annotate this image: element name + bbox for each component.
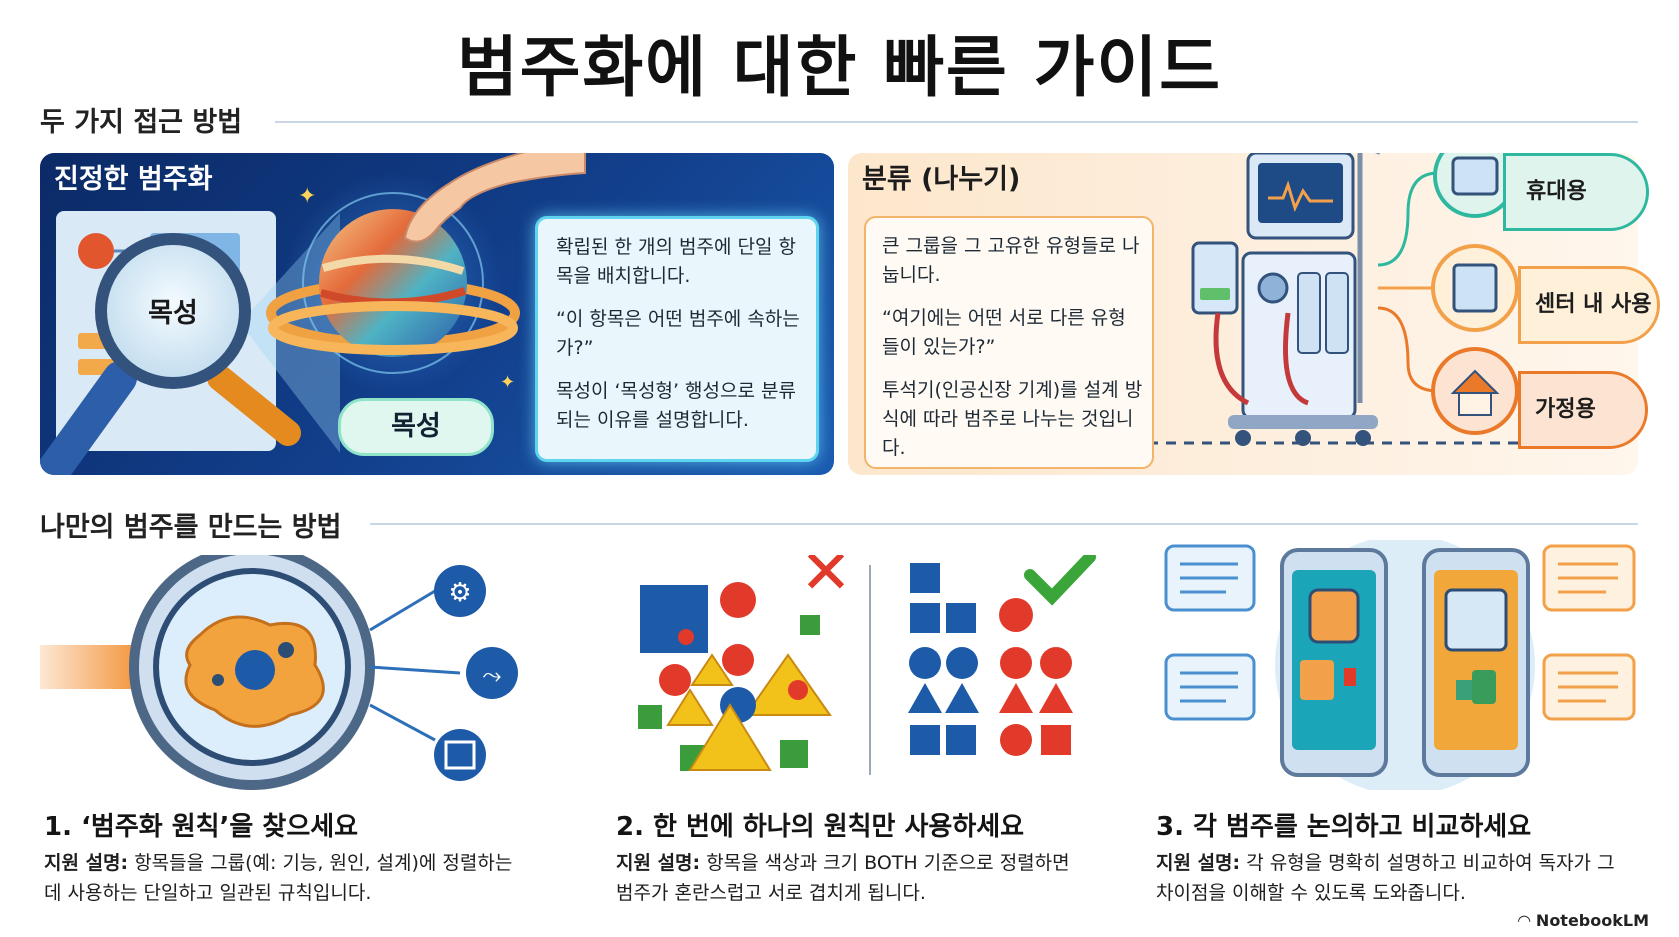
card-text-question: “여기에는 어떤 서로 다른 유형들이 있는가?” [882,307,1126,358]
bubble-home: 가정용 [1518,371,1648,449]
support-label: 지원 설명: [616,852,701,874]
section-heading-how-to: 나만의 범주를 만드는 방법 [40,512,342,543]
section-heading-approaches: 두 가지 접근 방법 [40,107,243,138]
network-icon [466,647,518,699]
logo-text: NotebookLM [1535,911,1649,930]
step2-desc-text: 항목을 색상과 크기 BOTH 기준으로 정렬하면 범주가 혼란스럽고 서로 겹… [616,852,1070,904]
center-machine-icon [1452,263,1498,313]
page-title: 범주화에 대한 빠른 가이드 [457,29,1222,106]
logo-icon: ◠ [1518,911,1531,930]
section-divider [275,121,1638,123]
support-label: 지원 설명: [44,852,129,874]
card-text-definition: 큰 그룹을 그 고유한 유형들로 나눕니다. [882,235,1140,286]
step3-description: 지원 설명: 각 유형을 명확히 설명하고 비교하여 독자가 그 차이점을 이해… [1156,848,1626,908]
jupiter-planet-icon [319,209,467,357]
support-label: 지원 설명: [1156,852,1241,874]
notebooklm-logo: ◠ NotebookLM [1518,911,1649,930]
sorted-shapes-group [910,563,940,593]
classification-card: 큰 그룹을 그 고유한 유형들로 나눕니다. “여기에는 어떤 서로 다른 유형… [864,216,1154,469]
panel-title-classification: 분류 (나누기) [862,164,1021,195]
sparkle-icon: ✦ [298,184,316,209]
check-icon [1024,555,1096,606]
portable-device-icon [1451,156,1499,196]
step3-title: 3. 각 범주를 논의하고 비교하세요 [1156,812,1532,842]
wrong-x-icon: ✕ [800,555,852,608]
card-text-question: “이 항목은 어떤 범주에 속하는가?” [556,308,800,359]
step1-illustration: ⚙ ⤳ [40,555,518,790]
svg-text:⚙: ⚙ [448,578,471,608]
svg-text:⤳: ⤳ [482,661,501,689]
step1-desc-text: 항목들을 그룹(예: 기능, 원인, 설계)에 정렬하는 데 사용하는 단일하고… [44,852,513,904]
bubble-in-center: 센터 내 사용 [1518,266,1660,344]
magnifier-handle [207,365,301,446]
red-dot [78,233,114,269]
step3-desc-text: 각 유형을 명확히 설명하고 비교하여 독자가 그 차이점을 이해할 수 있도록… [1156,852,1615,904]
step1-title: 1. ‘범주화 원칙’을 찾으세요 [44,812,359,842]
step1-description: 지원 설명: 항목들을 그룹(예: 기능, 원인, 설계)에 정렬하는 데 사용… [44,848,524,908]
jupiter-pill-label: 목성 [338,398,494,456]
card-text-definition: 확립된 한 개의 범주에 단일 항목을 배치합니다. [556,236,796,287]
vest-icon [1308,588,1360,644]
section-divider [370,523,1638,525]
jupiter-illustration: ✦ ✦ [40,153,586,475]
bubble-portable: 휴대용 [1503,153,1649,231]
gear-icon [434,565,486,617]
true-categorization-card: 확립된 한 개의 범주에 단일 항목을 배치합니다. “이 항목은 어떤 범주에… [535,216,819,462]
step3-illustration [1164,540,1636,790]
card-text-example: 투석기(인공신장 기계)를 설계 방식에 따라 범주로 나누는 것입니다. [882,379,1143,459]
step2-illustration: ✕ [638,555,1096,775]
hand-icon [403,153,586,243]
magnifier-icon [95,233,251,389]
step2-title: 2. 한 번에 하나의 원칙만 사용하세요 [616,812,1025,842]
mixed-shapes-group [640,585,708,653]
dialysis-machine-illustration [1148,153,1628,446]
step2-description: 지원 설명: 항목을 색상과 크기 BOTH 기준으로 정렬하면 범주가 혼란스… [616,848,1086,908]
lens-label: 목성 [148,298,198,329]
blueprint-icon [434,729,486,781]
panel-title-true: 진정한 범주화 [54,164,213,195]
card-text-example: 목성이 ‘목성형’ 행성으로 분류되는 이유를 설명합니다. [556,380,796,431]
svg-text:✦: ✦ [500,372,515,393]
